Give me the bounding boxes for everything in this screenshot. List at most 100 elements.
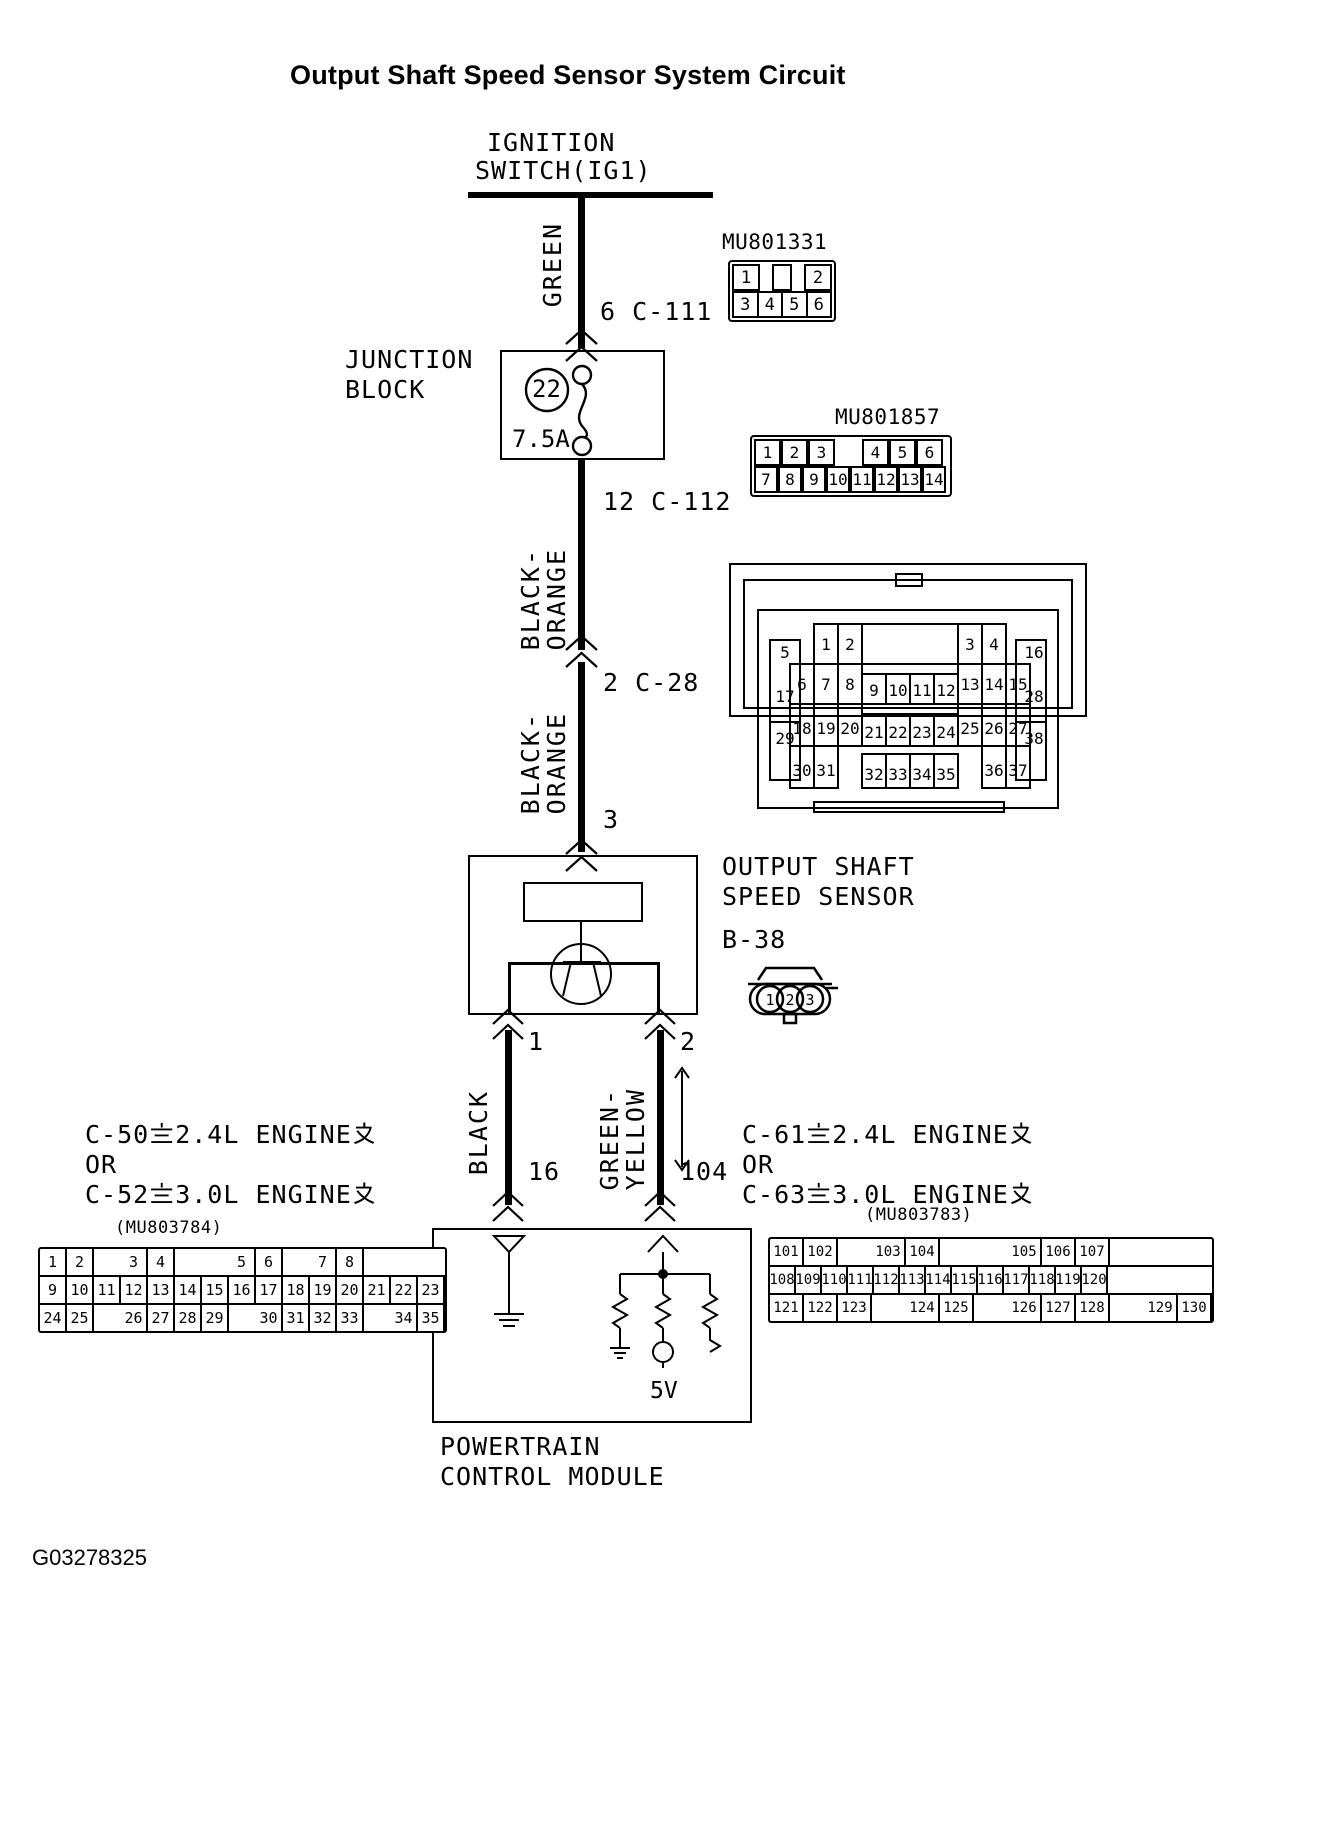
left-conn-pin-34: 34	[391, 1305, 418, 1331]
wire-black-line	[505, 1030, 512, 1205]
right-conn-pin-126: 126	[1008, 1295, 1042, 1321]
left-conn-blank-6	[202, 1249, 229, 1275]
left-conn-pin-15: 15	[202, 1277, 229, 1303]
connector-arrow-c112	[565, 634, 598, 668]
left-conn-pin-14: 14	[175, 1277, 202, 1303]
wire-green-yellow-label: GREEN- YELLOW	[595, 1088, 650, 1191]
right-conn-pin-128: 128	[1076, 1295, 1110, 1321]
left-conn-pin-22: 22	[391, 1277, 418, 1303]
pcm-pin-38: 38	[1024, 729, 1043, 748]
pcm-pin-12: 12	[936, 681, 955, 700]
connector-arrow-black-top	[492, 1008, 524, 1040]
pcm-pin-10: 10	[888, 681, 907, 700]
sensor-internal-block	[523, 882, 643, 922]
right-conn-blank-6	[974, 1295, 1008, 1321]
node-2-c28-label: 2 C-28	[603, 668, 700, 697]
left-conn-pin-12: 12	[121, 1277, 148, 1303]
connector-arrow-black-bottom	[492, 1190, 524, 1222]
pcm-pin-15: 15	[1008, 675, 1027, 694]
right-conn-pin-102: 102	[804, 1239, 838, 1265]
left-conn-pin-25: 25	[67, 1305, 94, 1331]
sensor-leg-right	[657, 962, 660, 1015]
mu801857-pin-3: 3	[808, 439, 835, 466]
junction-block-box	[500, 350, 665, 460]
pcm-pin-31: 31	[816, 761, 835, 780]
pcm-pin-20: 20	[840, 719, 859, 738]
mu801857-pin-8: 8	[778, 466, 802, 493]
pcm-pin-5: 5	[780, 643, 790, 662]
sensor-transistor-symbol	[550, 922, 612, 1005]
mu801857-pin-13: 13	[898, 466, 922, 493]
left-conn-pin-8: 8	[337, 1249, 364, 1275]
left-conn-pin-1: 1	[40, 1249, 67, 1275]
mu801331-connector: 1 2 3 4 5 6	[728, 260, 836, 322]
sensor-label-line2: SPEED SENSOR	[722, 882, 915, 911]
pcm-pin-28: 28	[1024, 687, 1043, 706]
ignition-switch-label-line2: SWITCH(IG1)	[475, 156, 652, 185]
right-conn-pin-113: 113	[899, 1267, 926, 1293]
right-conn-pin-108: 108	[769, 1267, 796, 1293]
right-conn-blank-6	[974, 1239, 1008, 1265]
left-conn-blank-7	[229, 1305, 256, 1331]
pcm-pin-36: 36	[984, 761, 1003, 780]
left-conn-blank-2	[94, 1305, 121, 1331]
node-6-c111-label: 6 C-111	[600, 297, 713, 326]
pcm-pin-26: 26	[984, 719, 1003, 738]
wire-green-line	[578, 196, 585, 348]
pcm-pin-21: 21	[864, 723, 883, 742]
left-conn-pin-6: 6	[256, 1249, 283, 1275]
right-conn-pin-109: 109	[795, 1267, 822, 1293]
fuse-number-circle	[524, 367, 570, 413]
pcm-pin-33: 33	[888, 765, 907, 784]
left-conn-pin-24: 24	[40, 1305, 67, 1331]
ignition-bus-bar	[468, 192, 713, 198]
right-conn-pin-130: 130	[1178, 1295, 1212, 1321]
connector-arrow-gy-top	[644, 1008, 676, 1040]
mu801857-pin-2: 2	[781, 439, 808, 466]
pcm-pin-13: 13	[960, 675, 979, 694]
connector-arrow-c111	[565, 328, 598, 362]
right-conn-pin-124: 124	[906, 1295, 940, 1321]
right-conn-pin-122: 122	[804, 1295, 838, 1321]
left-conn-pin-20: 20	[337, 1277, 364, 1303]
pcm-label-line1: POWERTRAIN	[440, 1432, 601, 1461]
pcm-38pin-connector-drawing: 1 2 3 4 5 6 7 8 9 10 11 12 13 14 15 16 1…	[728, 562, 1088, 814]
pcm-pin-9: 9	[869, 681, 879, 700]
pin-2-label: 2	[680, 1027, 697, 1056]
mu801857-pin-12: 12	[874, 466, 898, 493]
right-conn-pin-119: 119	[1055, 1267, 1082, 1293]
mu801331-pin-4: 4	[758, 291, 783, 318]
left-conn-pin-29: 29	[202, 1305, 229, 1331]
pcm-pin-4: 4	[989, 635, 999, 654]
left-conn-pin-31: 31	[283, 1305, 310, 1331]
mu801857-pin-14: 14	[922, 466, 946, 493]
pcm-pin-27: 27	[1008, 719, 1027, 738]
pcm-pin-25: 25	[960, 719, 979, 738]
right-conn-blank-10	[1110, 1295, 1144, 1321]
mu801331-gap-left	[760, 264, 772, 291]
left-conn-pin-5: 5	[229, 1249, 256, 1275]
junction-block-label-line2: BLOCK	[345, 375, 426, 404]
pin-16-label: 16	[528, 1157, 561, 1186]
right-conn-pin-125: 125	[940, 1295, 974, 1321]
pcm-pin-22: 22	[888, 723, 907, 742]
pcm-pin-6: 6	[797, 675, 807, 694]
mu801857-pin-4: 4	[862, 439, 889, 466]
left-conn-pin-21: 21	[364, 1277, 391, 1303]
b38-connector-symbol: 1 2 3	[740, 962, 840, 1032]
figure-id-label: G03278325	[32, 1545, 147, 1570]
mu801857-pin-9: 9	[802, 466, 826, 493]
fuse-element-symbol	[571, 364, 593, 457]
pcm-pin-2: 2	[845, 635, 855, 654]
wire-black-label: BLACK	[464, 1090, 493, 1176]
pcm-pin-11: 11	[912, 681, 931, 700]
right-connector-label-or: OR	[742, 1150, 775, 1179]
mu801331-gap-right	[792, 264, 804, 291]
fuse-rating-label: 7.5A	[512, 425, 570, 453]
left-conn-blank-2	[94, 1249, 121, 1275]
signal-direction-arrow	[674, 1066, 690, 1172]
right-conn-pin-123: 123	[838, 1295, 872, 1321]
left-conn-pin-18: 18	[283, 1277, 310, 1303]
left-conn-pin-11: 11	[94, 1277, 121, 1303]
